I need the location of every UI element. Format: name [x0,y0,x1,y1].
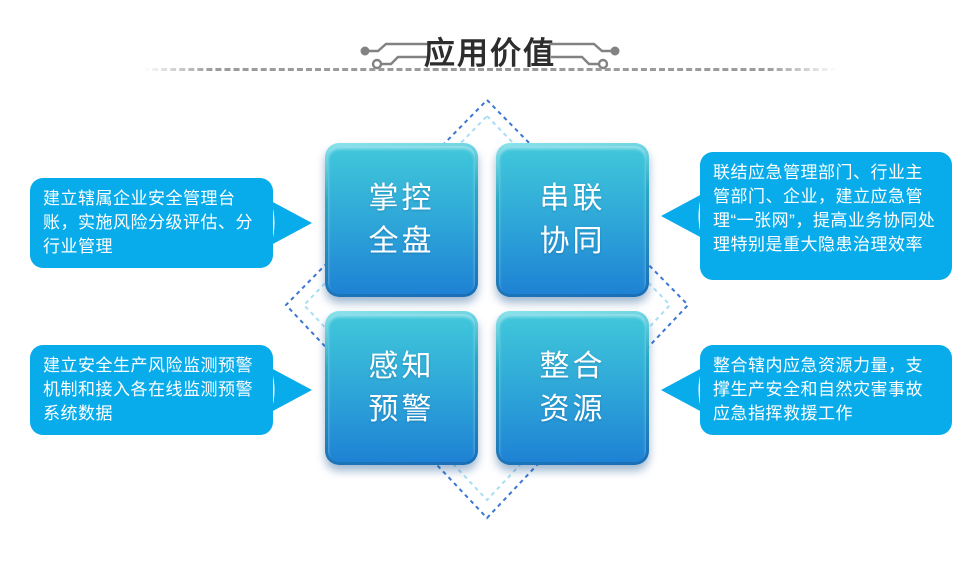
tile-linked-coordination-face: 串联 协同 [499,146,646,294]
tile-risk-sensing-label: 感知 预警 [368,349,435,427]
tile-linked-coordination: 串联 协同 [496,143,649,297]
title-circuit-ornament-right [549,42,620,70]
callout-right-top-pointer [661,194,702,238]
dashed-divider [143,68,837,71]
callout-left-bottom-pointer [271,368,312,413]
tile-resource-integration-face: 整合 资源 [499,314,646,462]
callout-left-top-text: 建立辖属企业安全管理台账，实施风险分级评估、分行业管理 [43,189,253,257]
page-title: 应用价值 [424,36,556,71]
callout-right-bottom-text: 整合辖内应急资源力量，支撑生产安全和自然灾害事故应急指挥救援工作 [713,356,923,424]
callout-left-bottom-text: 建立安全生产风险监测预警机制和接入各在线监测预警系统数据 [43,356,253,424]
callout-right-bottom-pointer [661,368,702,413]
callout-right-bottom: 整合辖内应急资源力量，支撑生产安全和自然灾害事故应急指挥救援工作 [661,345,952,436]
tile-risk-sensing: 感知 预警 [325,311,478,465]
tile-overall-control: 掌控 全盘 [325,143,478,297]
tile-linked-coordination-label: 串联 协同 [539,181,606,259]
callout-right-top-text: 联结应急管理部门、行业主管部门、企业，建立应急管理“一张网”，提高业务协同处理特… [713,163,936,255]
tile-overall-control-face: 掌控 全盘 [328,146,475,294]
header: 应用价值 [0,28,980,71]
tile-overall-control-label: 掌控 全盘 [368,181,435,259]
tile-resource-integration-label: 整合 资源 [539,349,606,427]
callout-left-bottom: 建立安全生产风险监测预警机制和接入各在线监测预警系统数据 [30,345,312,436]
callout-right-top: 联结应急管理部门、行业主管部门、企业，建立应急管理“一张网”，提高业务协同处理特… [661,152,952,280]
callout-left-top-pointer [271,201,312,246]
tile-risk-sensing-face: 感知 预警 [328,314,475,462]
tile-resource-integration: 整合 资源 [496,311,649,465]
callout-left-top: 建立辖属企业安全管理台账，实施风险分级评估、分行业管理 [30,178,312,269]
